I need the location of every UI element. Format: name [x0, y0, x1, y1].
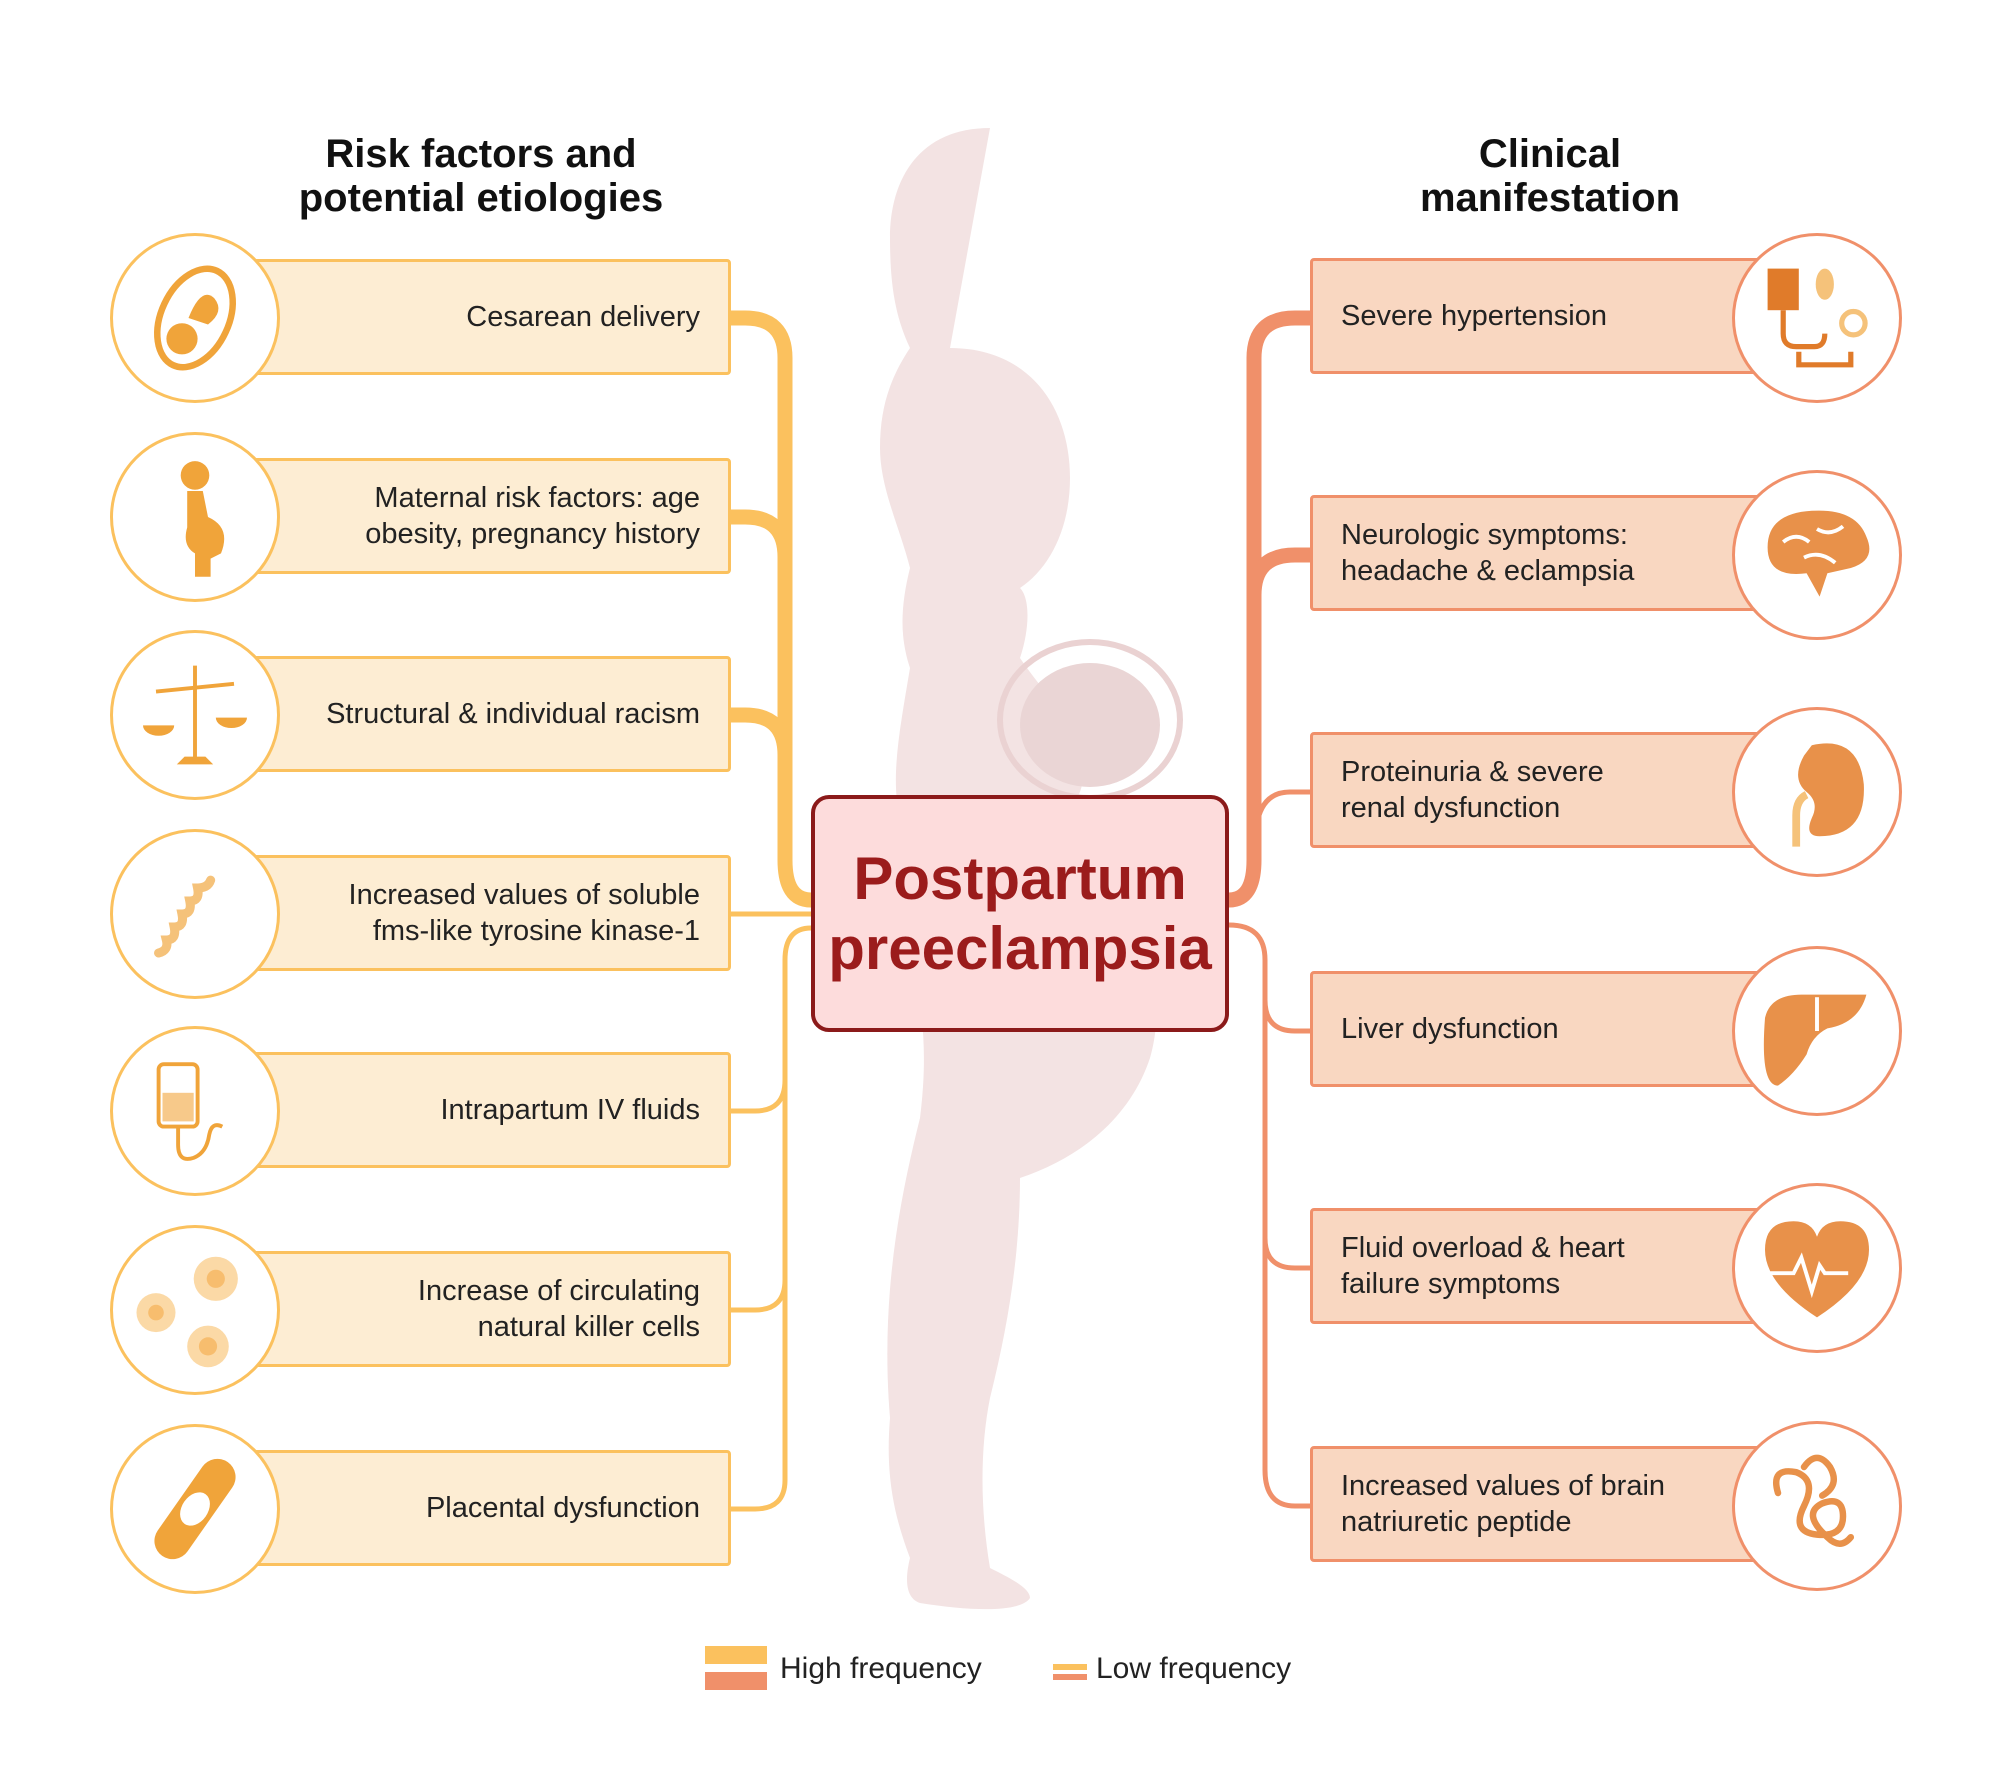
legend-high-swatch — [705, 1672, 767, 1690]
manifestation-bnp: Increased values of brain natriuretic pe… — [1310, 1446, 1770, 1562]
risk-factor-placental: Placental dysfunction — [240, 1450, 731, 1566]
legend-low-swatch — [1053, 1674, 1087, 1680]
cells-icon — [110, 1225, 280, 1395]
risk-factor-label: Structural & individual racism — [326, 698, 700, 730]
manifestation-label: Liver dysfunction — [1341, 1013, 1559, 1045]
title-line: manifestation — [1419, 176, 1681, 220]
risk-factor-label: Increase of circulating natural killer c… — [417, 1275, 700, 1343]
legend-low-swatch — [1053, 1664, 1087, 1670]
manifestation-label: Fluid overload & heart failure symptoms — [1341, 1232, 1625, 1300]
risk-factor-cesarean: Cesarean delivery — [240, 259, 731, 375]
connector-low — [1253, 789, 1313, 833]
blood-pressure-icon — [1732, 233, 1902, 403]
connector-low — [1262, 997, 1313, 1034]
left-column-title: Risk factors and potential etiologies — [281, 132, 681, 220]
manifestation-renal: Proteinuria & severe renal dysfunction — [1310, 732, 1770, 848]
risk-factor-sflt1: Increased values of soluble fms-like tyr… — [240, 855, 731, 971]
legend-high-label: High frequency — [780, 1652, 982, 1685]
peptide-icon — [1732, 1421, 1902, 1591]
center-title-line: Postpartum — [853, 844, 1187, 912]
kidney-icon — [1732, 707, 1902, 877]
risk-factor-label: Placental dysfunction — [425, 1492, 700, 1524]
connector-high — [1246, 547, 1318, 603]
connector-high — [723, 509, 793, 565]
iv-bag-icon — [110, 1026, 280, 1196]
legend-low-label: Low frequency — [1096, 1652, 1292, 1685]
risk-factor-label: Increased values of soluble fms-like tyr… — [348, 879, 700, 947]
risk-factor-racism: Structural & individual racism — [240, 656, 731, 772]
legend-high-swatch — [705, 1646, 767, 1664]
manifestation-liver: Liver dysfunction — [1310, 971, 1770, 1087]
scales-icon — [110, 630, 280, 800]
risk-factor-label: Maternal risk factors: age obesity, preg… — [365, 482, 700, 550]
risk-factor-iv-fluids: Intrapartum IV fluids — [240, 1052, 731, 1168]
protein-strand-icon — [110, 829, 280, 999]
connector-low — [1226, 922, 1313, 1509]
connector-high — [723, 310, 819, 908]
pregnant-woman-icon — [110, 432, 280, 602]
connector-low — [728, 925, 814, 1512]
title-line: Risk factors and — [325, 132, 637, 176]
heart-icon — [1732, 1183, 1902, 1353]
right-column-title: Clinical manifestation — [1350, 132, 1750, 220]
manifestation-label: Increased values of brain natriuretic pe… — [1341, 1470, 1666, 1538]
risk-factor-label: Cesarean delivery — [466, 301, 700, 333]
title-line: potential etiologies — [298, 176, 664, 220]
brain-icon — [1732, 470, 1902, 640]
manifestation-heart: Fluid overload & heart failure symptoms — [1310, 1208, 1770, 1324]
manifestation-label: Neurologic symptoms: headache & eclampsi… — [1341, 519, 1635, 587]
connector-low — [728, 1077, 788, 1114]
bandage-icon — [110, 1424, 280, 1594]
center-topic: Postpartum preeclampsia — [811, 795, 1229, 1032]
connector-high — [1221, 310, 1318, 908]
risk-factor-nk-cells: Increase of circulating natural killer c… — [240, 1251, 731, 1367]
title-line: Clinical — [1478, 132, 1622, 176]
connector-high — [723, 707, 793, 763]
center-title-line: preeclampsia — [828, 914, 1212, 982]
manifestation-neurologic: Neurologic symptoms: headache & eclampsi… — [1310, 495, 1770, 611]
connector-low — [1262, 1235, 1313, 1271]
manifestation-label: Proteinuria & severe renal dysfunction — [1341, 756, 1604, 824]
fetus-icon — [110, 233, 280, 403]
connector-low — [728, 1277, 788, 1313]
manifestation-label: Severe hypertension — [1341, 300, 1607, 332]
manifestation-hypertension: Severe hypertension — [1310, 258, 1770, 374]
risk-factor-maternal: Maternal risk factors: age obesity, preg… — [240, 458, 731, 574]
liver-icon — [1732, 946, 1902, 1116]
risk-factor-label: Intrapartum IV fluids — [440, 1094, 701, 1126]
